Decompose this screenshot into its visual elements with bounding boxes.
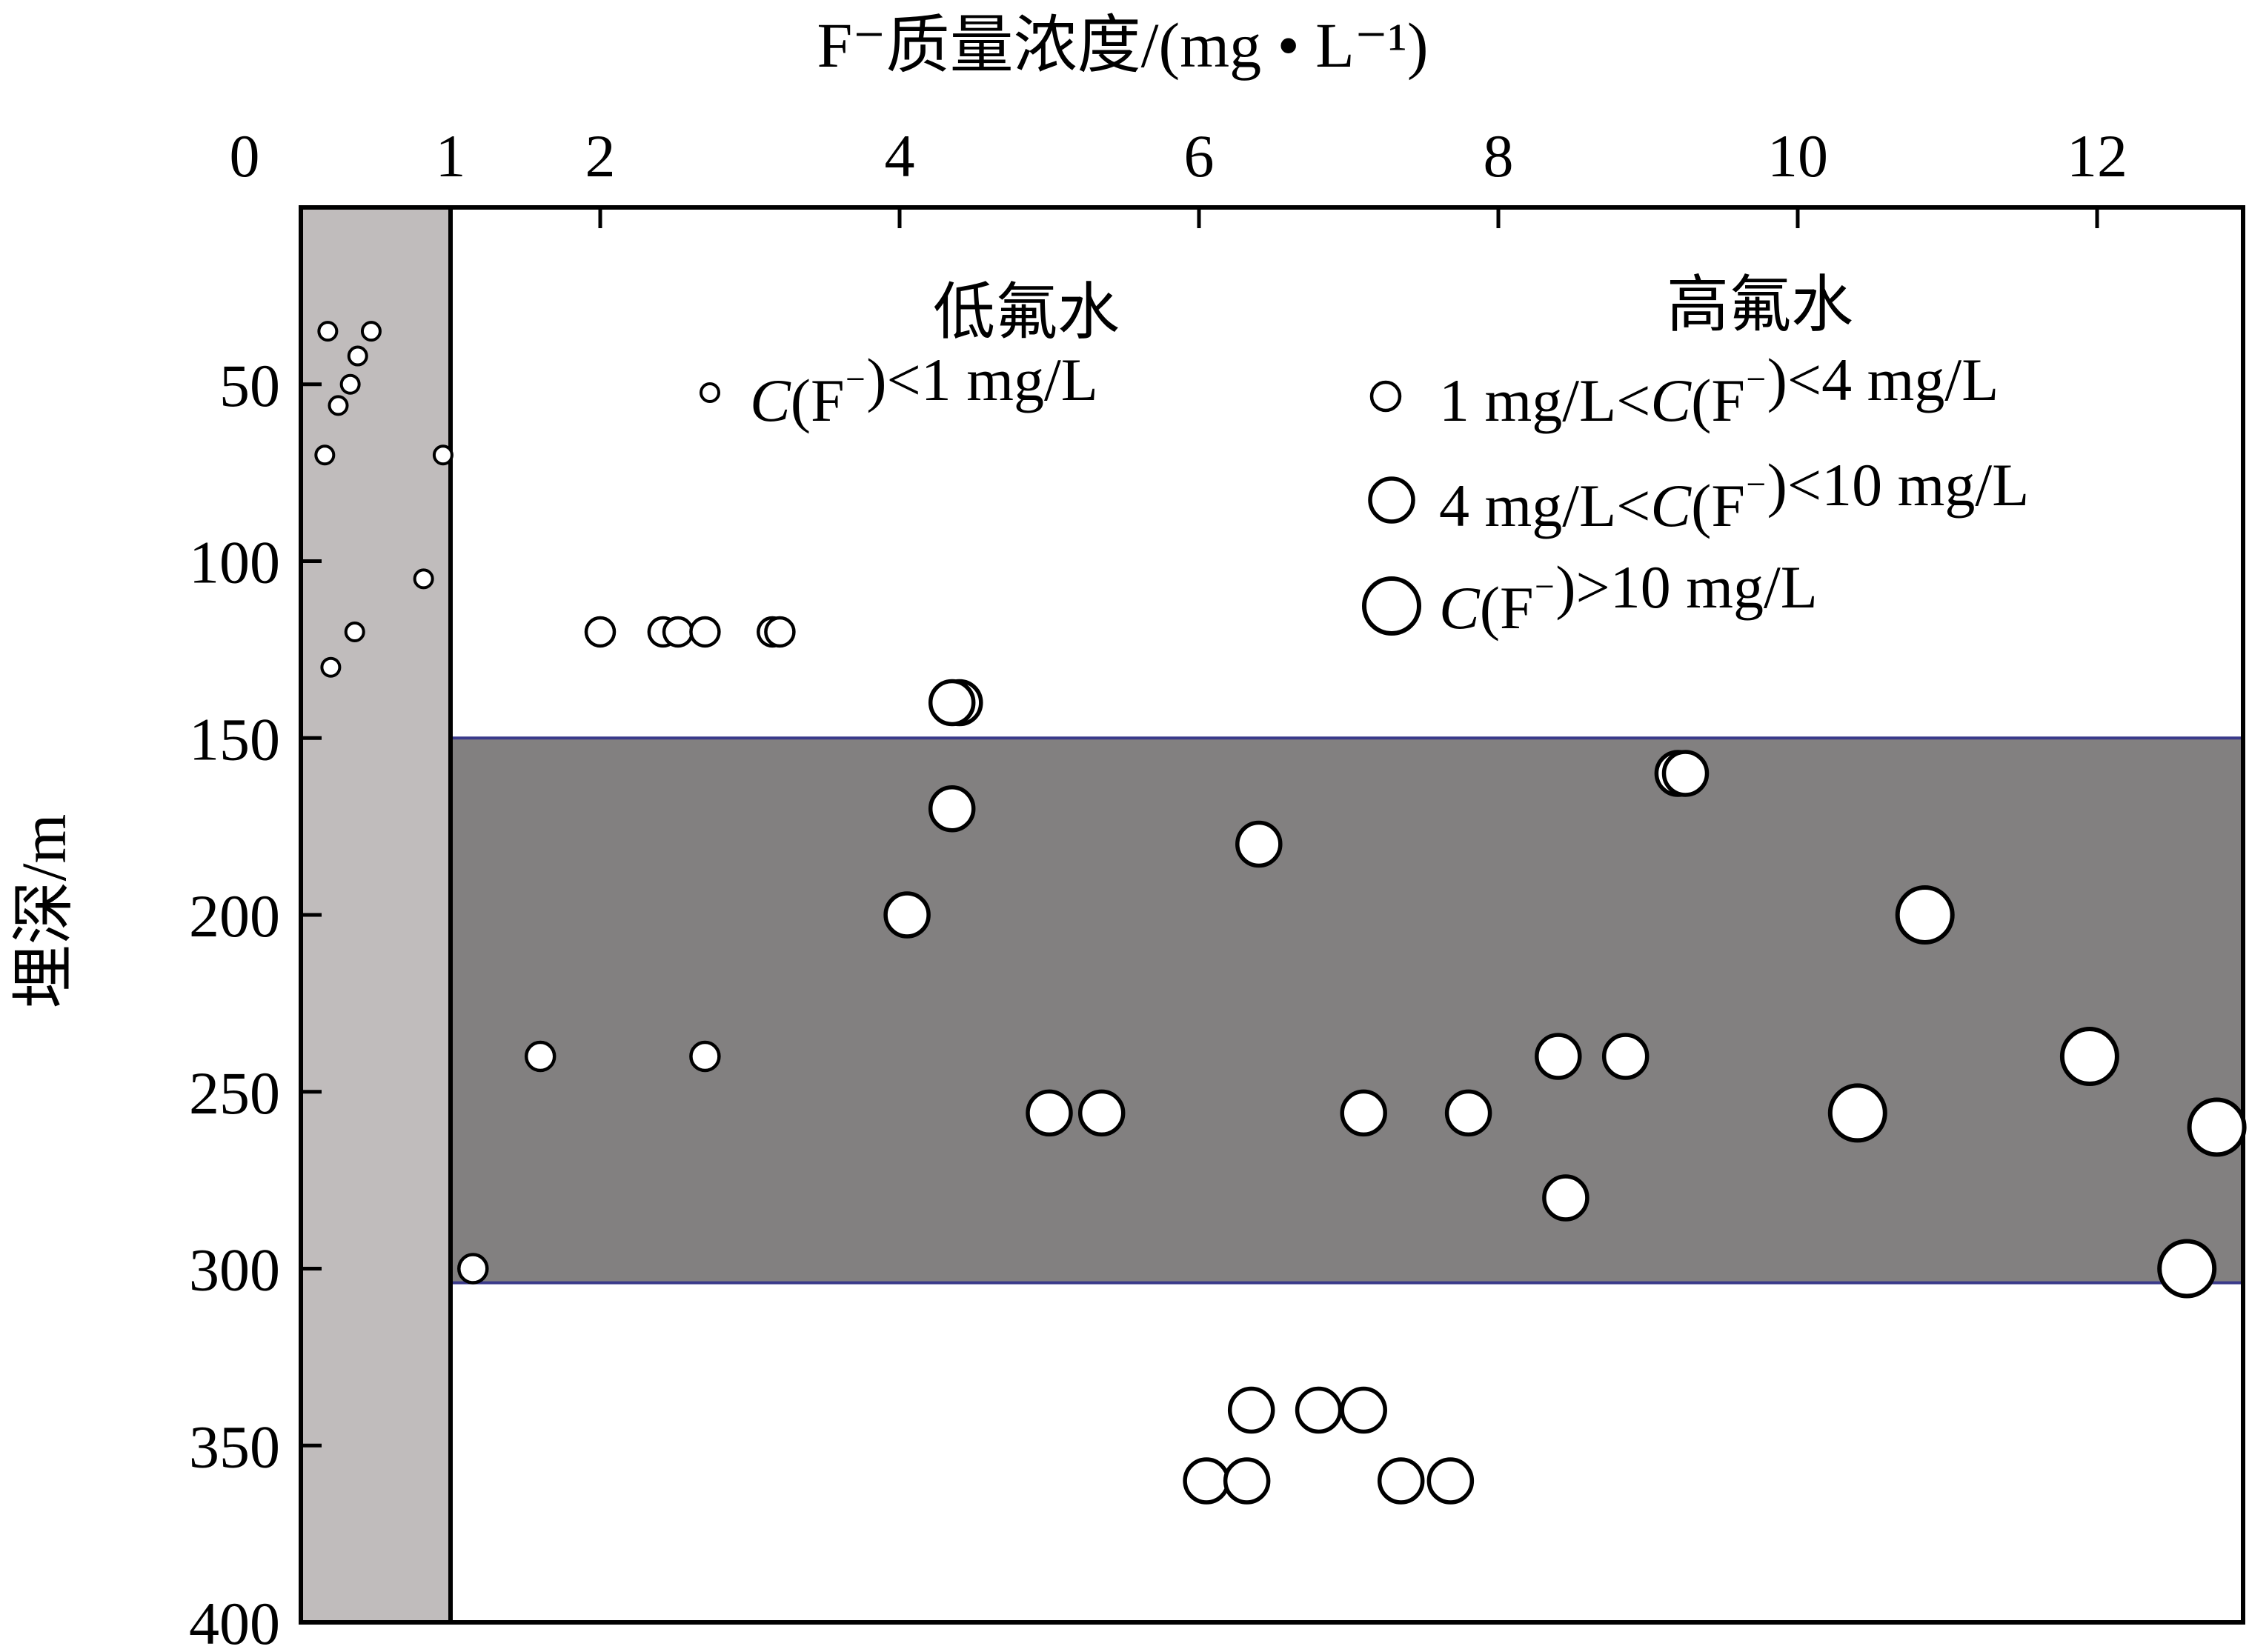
data-point-m <box>928 679 976 727</box>
x-tick-label: 10 <box>1767 122 1828 190</box>
legend-marker-xs <box>700 382 720 403</box>
data-point-s <box>689 616 721 648</box>
data-point-m <box>1235 820 1283 868</box>
data-point-l <box>2187 1097 2247 1157</box>
legend-high-header: 高氟水 <box>1667 271 1853 340</box>
data-point-xs <box>413 568 434 590</box>
legend-label: 1 mg/L<C(F⁻)<4 mg/L <box>1439 346 1999 434</box>
data-point-xs <box>314 444 336 466</box>
data-point-m <box>1227 1386 1275 1434</box>
data-point-xs <box>317 321 339 342</box>
data-point-l <box>2059 1027 2119 1086</box>
data-point-s <box>662 616 694 648</box>
data-point-m <box>1535 1033 1582 1080</box>
data-point-m <box>1223 1457 1271 1505</box>
legend-label: 4 mg/L<C(F⁻)<10 mg/L <box>1439 451 2029 539</box>
data-point-m <box>1661 750 1710 797</box>
data-point-m <box>1295 1386 1343 1434</box>
y-tick-label: 400 <box>189 1590 280 1652</box>
legend-entries: C(F⁻)<1 mg/L 1 mg/L<C(F⁻)<4 mg/L 4 mg/L<C(… <box>700 346 2029 642</box>
legend-marker-l <box>1362 576 1421 636</box>
data-points <box>314 321 2247 1505</box>
data-point-m <box>1426 1457 1475 1505</box>
x-tick-label: 0 <box>230 122 260 190</box>
y-tick-label: 200 <box>189 882 280 950</box>
data-point-m <box>1542 1174 1589 1222</box>
data-point-s <box>689 1040 721 1073</box>
data-point-xs <box>347 345 368 367</box>
x-tick-label: 4 <box>885 122 915 190</box>
legend-low-header: 低氟水 <box>933 279 1120 347</box>
y-tick-label: 350 <box>189 1413 280 1480</box>
y-tick-label: 300 <box>189 1236 280 1304</box>
x-tick-label: 12 <box>2067 122 2127 190</box>
data-point-m <box>1077 1089 1126 1137</box>
y-tick-label: 250 <box>189 1059 280 1127</box>
data-point-l <box>2157 1239 2217 1299</box>
data-point-m <box>1340 1386 1387 1434</box>
y-tick-label: 100 <box>189 529 280 596</box>
data-point-xs <box>432 444 454 466</box>
low-fluoride-band <box>301 207 451 1622</box>
data-point-m <box>1377 1457 1425 1505</box>
legend-label: C(F⁻)<1 mg/L <box>750 346 1098 434</box>
data-point-xs <box>360 321 382 342</box>
legend: 低氟水 高氟水 C(F⁻)<1 mg/L 1 mg/L<C(F⁻)<4 mg/L 4… <box>700 271 2029 642</box>
data-point-l <box>1827 1083 1887 1143</box>
legend-label: C(F⁻)>10 mg/L <box>1439 553 1818 642</box>
y-tick-label: 50 <box>219 352 280 419</box>
data-point-s <box>584 616 617 648</box>
data-point-m <box>1183 1457 1230 1505</box>
data-point-s <box>764 616 796 648</box>
y-axis-title: 埋深/m <box>8 814 79 1009</box>
legend-marker-s <box>1369 380 1402 413</box>
x-tick-label: 2 <box>585 122 616 190</box>
data-point-xs <box>328 395 349 416</box>
data-point-xs <box>344 622 365 642</box>
x-tick-label: 8 <box>1484 122 1514 190</box>
data-point-s <box>457 1253 489 1285</box>
data-point-xs <box>320 656 342 678</box>
data-point-xs <box>339 373 361 395</box>
x-axis-title: F⁻质量浓度/(mg • L⁻¹) <box>817 10 1428 81</box>
legend-marker-m <box>1368 476 1415 524</box>
high-depth-band <box>449 736 2245 1285</box>
data-point-m <box>1601 1033 1650 1080</box>
data-point-m <box>1444 1089 1492 1137</box>
data-point-m <box>928 785 976 833</box>
x-tick-label: 1 <box>436 122 466 190</box>
y-tick-label: 150 <box>189 705 280 773</box>
data-point-m <box>1340 1089 1387 1137</box>
x-tick-label: 6 <box>1184 122 1215 190</box>
data-point-m <box>883 891 931 939</box>
data-point-l <box>1895 885 1955 945</box>
data-point-m <box>1026 1089 1073 1137</box>
data-point-s <box>524 1040 557 1073</box>
y-axis-ticks: 50 100 150 200 250 300 350 400 <box>189 352 322 1652</box>
